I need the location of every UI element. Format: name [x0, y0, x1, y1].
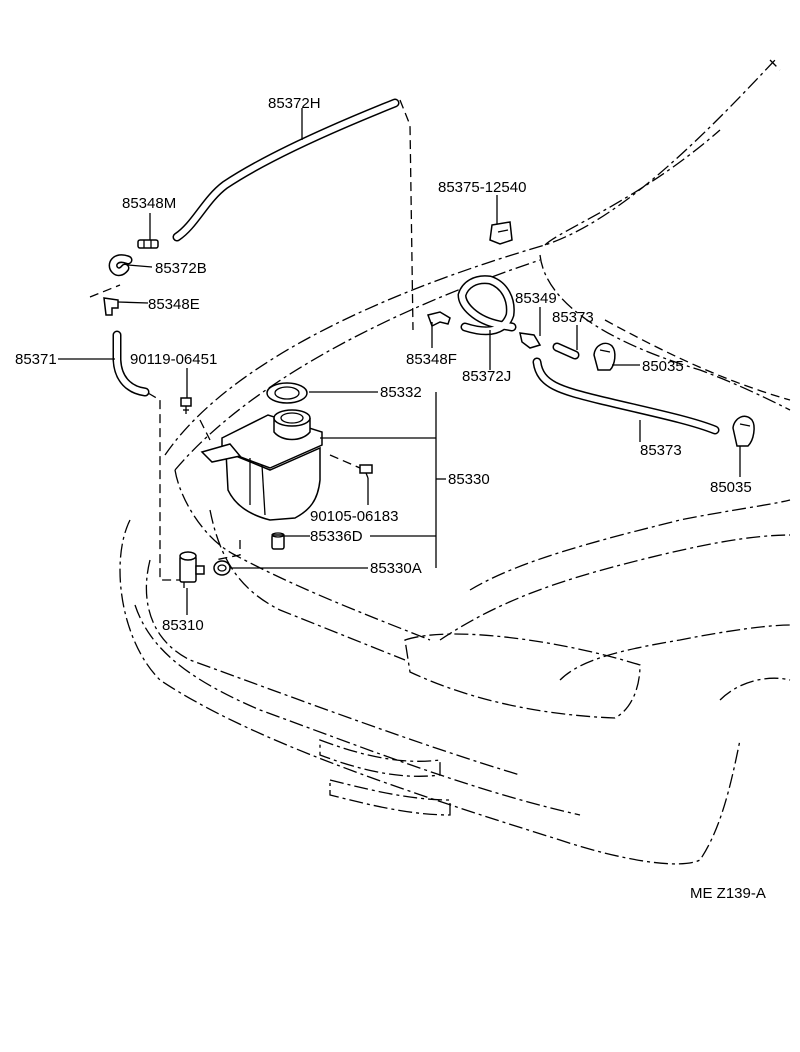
hose-85372H: [172, 98, 400, 242]
label-85349: 85349: [515, 290, 557, 307]
label-85375-12540: 85375-12540: [438, 179, 526, 196]
label-85348M: 85348M: [122, 195, 176, 212]
label-85035-lower: 85035: [710, 479, 752, 496]
hose-85373-long: [532, 357, 720, 435]
nozzle-85035-upper: [593, 342, 616, 371]
label-85372J: 85372J: [462, 368, 511, 385]
joint-85348F: [427, 311, 451, 328]
joint-85348E: [103, 297, 119, 316]
hose-85371: [112, 330, 150, 397]
hose-85372B: [108, 254, 133, 277]
vehicle-outline: [89, 59, 791, 865]
label-85330A: 85330A: [370, 560, 422, 577]
label-90119-06451: 90119-06451: [130, 351, 217, 368]
nozzle-85035-lower: [732, 415, 755, 447]
leader-lines: [58, 108, 741, 615]
cap-85332: [266, 382, 308, 404]
label-85373-upper: 85373: [552, 309, 594, 326]
bracket-85375: [489, 221, 513, 245]
joint-85349: [519, 332, 542, 349]
label-85330: 85330: [448, 471, 490, 488]
label-85348F: 85348F: [406, 351, 457, 368]
label-90105-06183: 90105-06183: [310, 508, 398, 525]
hose-85372J: [457, 275, 517, 336]
label-85336D: 85336D: [310, 528, 363, 545]
label-85373-lower: 85373: [640, 442, 682, 459]
label-85332: 85332: [380, 384, 422, 401]
joint-85348M: [137, 239, 159, 249]
grommet-85330A: [213, 560, 231, 576]
washer-tank-85330: [200, 409, 323, 521]
part-labels: 85372H 85348M 85372B 85348E 85371 90119-…: [15, 95, 766, 902]
diagram-reference: ME Z139-A: [690, 885, 766, 902]
label-85310: 85310: [162, 617, 204, 634]
label-85348E: 85348E: [148, 296, 200, 313]
label-85372H: 85372H: [268, 95, 321, 112]
label-85035-upper: 85035: [642, 358, 684, 375]
hose-85373-short: [552, 342, 580, 360]
bolt-90119: [180, 397, 192, 414]
bolt-90105: [359, 464, 373, 479]
label-85372B: 85372B: [155, 260, 207, 277]
pump-85310: [179, 551, 205, 588]
label-85371: 85371: [15, 351, 57, 368]
grommet-85336D: [271, 532, 285, 550]
